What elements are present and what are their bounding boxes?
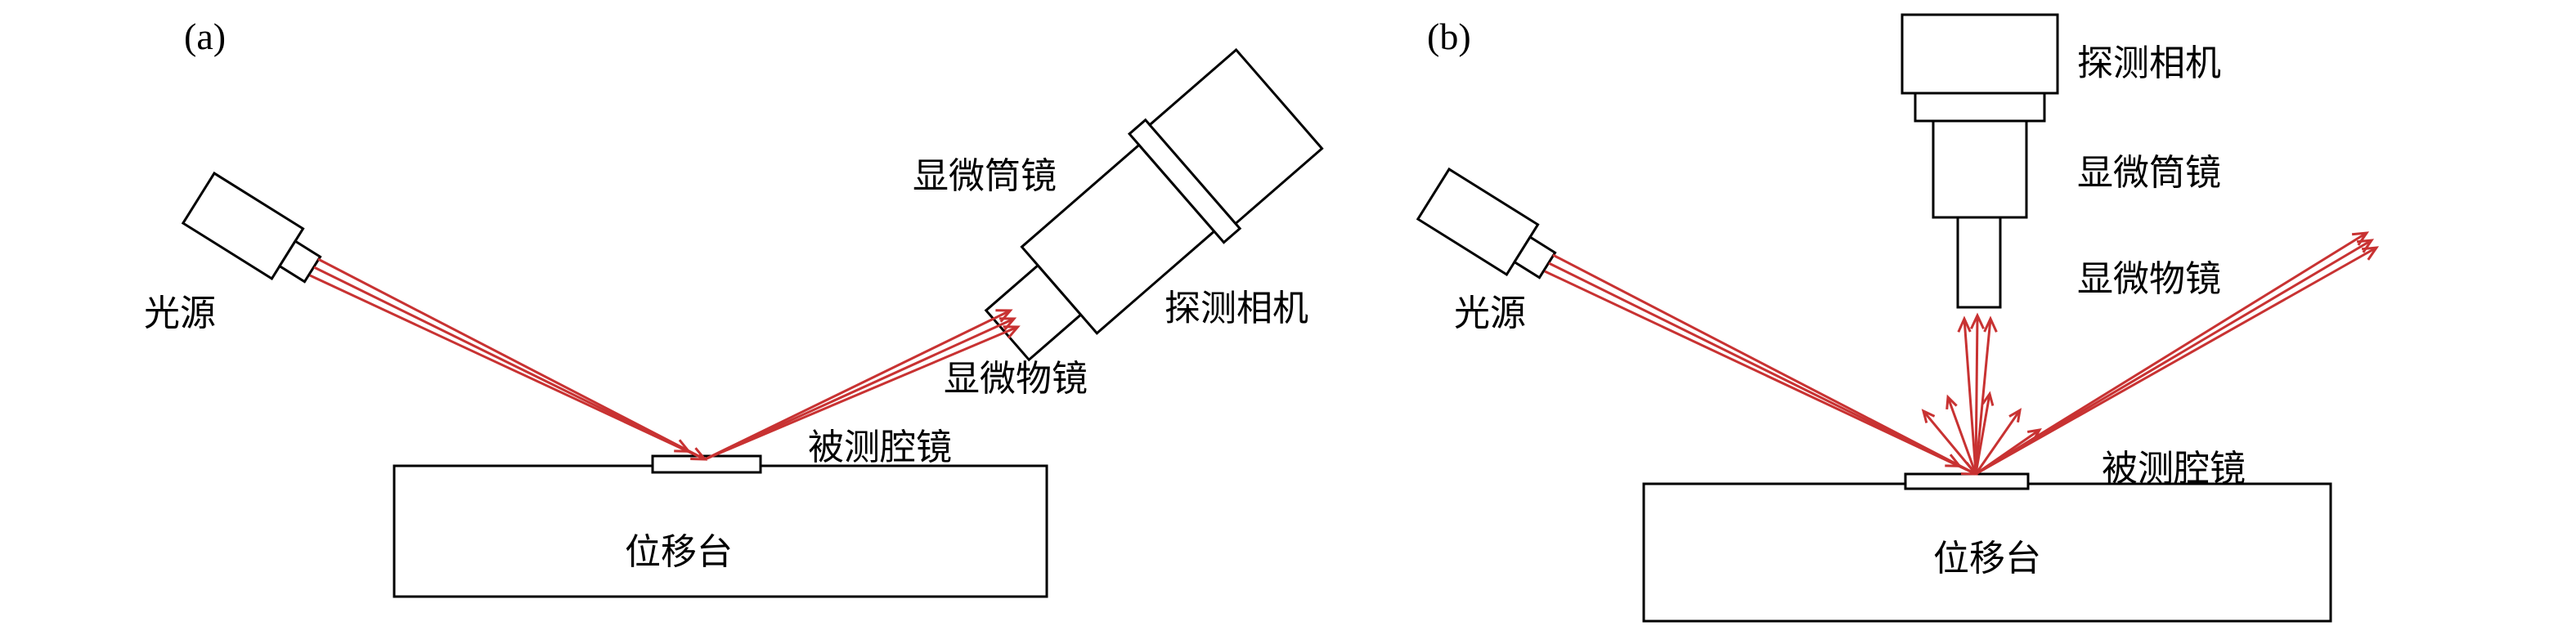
light-source-label-b: 光源 [1454, 293, 1526, 333]
reflected-ray-a [704, 309, 1012, 461]
scatter-ray-b [1974, 393, 1991, 475]
test-mirror-b [1904, 472, 2030, 490]
test-mirror-label-b: 被测腔镜 [2102, 449, 2246, 489]
microscope-b [1901, 13, 2059, 309]
incident-ray-b [1544, 270, 1977, 476]
panel-a-label: (a) [184, 16, 226, 57]
stage-label-b: 位移台 [1933, 539, 2041, 579]
arrowhead-icon [1957, 315, 1972, 333]
camera-label-b: 探测相机 [2077, 43, 2221, 83]
light-source-a [181, 171, 322, 284]
stage-a [393, 464, 1048, 598]
collected-ray-b [1974, 318, 1992, 473]
incident-ray-a [313, 266, 706, 461]
incident-ray-a [309, 274, 706, 461]
rays-a [309, 257, 1021, 461]
arrowhead-icon [1945, 454, 1963, 467]
scatter-ray-b [1922, 410, 1977, 475]
objective-b [1956, 216, 2002, 309]
camera-label-a: 探测相机 [1165, 288, 1308, 329]
incident-ray-a [317, 257, 706, 461]
stage-label-a: 位移台 [625, 532, 733, 572]
collected-ray-b [1974, 315, 1979, 473]
light-source-nozzle-a [277, 239, 322, 284]
arrowhead-icon [1003, 325, 1021, 339]
stage-b [1642, 482, 2332, 623]
specular-ray-b [1975, 239, 2372, 476]
scatter-ray-b [1975, 428, 2040, 476]
arrowhead-icon [2008, 408, 2022, 423]
test-mirror-label-a: 被测腔镜 [808, 427, 952, 467]
arrowhead-icon [1970, 312, 1985, 329]
stage-b-group [1642, 472, 2332, 623]
collected-ray-b [1963, 318, 1977, 473]
light-source-label-a: 光源 [144, 293, 216, 333]
camera-b [1901, 13, 2059, 95]
panel-a: (a) [144, 16, 1324, 598]
light-source-nozzle-b [1512, 235, 1557, 279]
tube-lens-label-a: 显微筒镜 [913, 156, 1057, 196]
camera-a [1147, 47, 1324, 226]
microscope-a [984, 47, 1324, 362]
specular-ray-b [1975, 246, 2377, 476]
arrowhead-icon [674, 439, 692, 453]
arrowhead-icon [1983, 315, 1998, 333]
objective-label-b: 显微物镜 [2077, 259, 2221, 299]
test-mirror-a [651, 454, 762, 474]
specular-ray-b [1975, 231, 2367, 476]
reflected-ray-a [704, 317, 1015, 461]
tube-lens-b [1932, 119, 2028, 219]
stage-a-group [393, 454, 1048, 598]
light-source-b [1416, 167, 1557, 279]
panel-b: (b) [1416, 13, 2380, 623]
rays-b [1544, 231, 2380, 476]
arrowhead-icon [2026, 427, 2042, 441]
arrowhead-icon [1945, 394, 1958, 410]
arrowhead-icon [2361, 246, 2380, 261]
incident-ray-b [1548, 262, 1977, 476]
tube-lens-label-b: 显微筒镜 [2077, 153, 2221, 193]
incident-ray-b [1552, 253, 1977, 476]
arrowhead-icon [1921, 409, 1936, 423]
panel-b-label: (b) [1427, 16, 1471, 57]
scatter-ray-b [1946, 396, 1977, 475]
arrowhead-icon [1981, 391, 1995, 406]
objective-label-a: 显微物镜 [944, 359, 1088, 399]
reflected-ray-a [704, 325, 1019, 461]
scatter-ray-b [1974, 409, 2022, 475]
camera-flange-b [1914, 92, 2046, 123]
